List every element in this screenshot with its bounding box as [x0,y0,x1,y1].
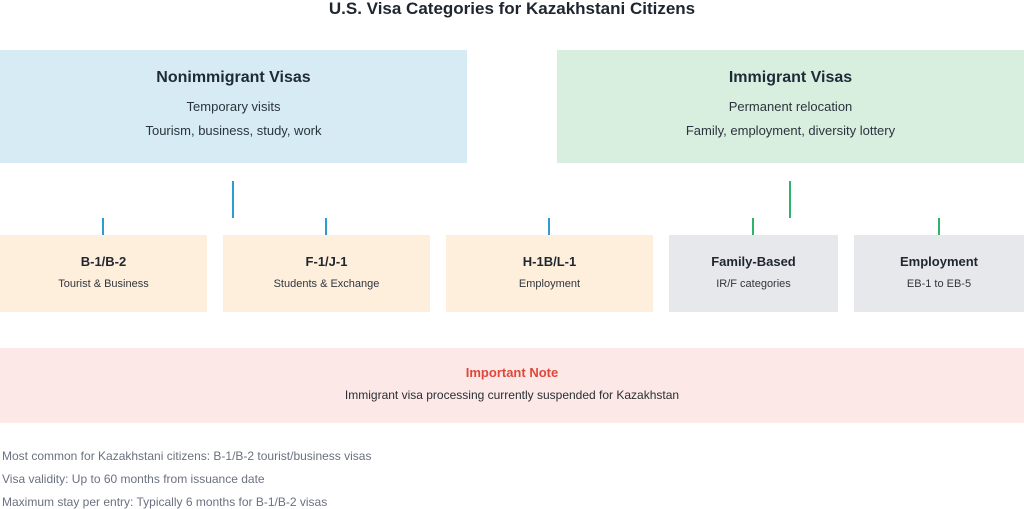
immigrant-line-2: Family, employment, diversity lottery [685,123,896,138]
immigrant-trunk-connector [789,181,791,218]
family-based-connector [752,218,754,235]
important-note-box: Important Note Immigrant visa processing… [0,348,1024,423]
h1bl1-visa-box: H-1B/L-1 Employment [446,235,653,312]
nonimmigrant-title: Nonimmigrant Visas [156,69,311,86]
f1j1-subtitle: Students & Exchange [273,278,380,290]
b1b2-subtitle: Tourist & Business [58,278,149,290]
h1bl1-subtitle: Employment [518,278,581,290]
nonimmigrant-trunk-connector [232,181,234,218]
nonimmigrant-visas-box: Nonimmigrant Visas Temporary visits Tour… [0,50,467,163]
important-note-title: Important Note [465,365,559,380]
immigrant-line-1: Permanent relocation [728,99,853,114]
diagram-title: U.S. Visa Categories for Kazakhstani Cit… [328,0,696,18]
important-note-text: Immigrant visa processing currently susp… [344,388,680,402]
family-based-subtitle: IR/F categories [716,278,791,290]
family-based-title: Family-Based [711,254,796,269]
h1bl1-connector [548,218,550,235]
employment-visa-box: Employment EB-1 to EB-5 [854,235,1024,312]
b1b2-visa-box: B-1/B-2 Tourist & Business [0,235,207,312]
f1j1-title: F-1/J-1 [305,254,348,269]
immigrant-visas-box: Immigrant Visas Permanent relocation Fam… [557,50,1024,163]
employment-subtitle: EB-1 to EB-5 [906,278,972,290]
b1b2-connector [102,218,104,235]
f1j1-visa-box: F-1/J-1 Students & Exchange [223,235,430,312]
h1bl1-title: H-1B/L-1 [522,254,577,269]
footnote-max-stay: Maximum stay per entry: Typically 6 mont… [2,495,328,509]
footnote-most-common: Most common for Kazakhstani citizens: B-… [2,449,372,463]
f1j1-connector [325,218,327,235]
nonimmigrant-line-2: Tourism, business, study, work [145,123,322,138]
nonimmigrant-line-1: Temporary visits [186,99,281,114]
immigrant-title: Immigrant Visas [728,69,853,86]
family-based-visa-box: Family-Based IR/F categories [669,235,838,312]
employment-title: Employment [899,254,978,269]
footnote-validity: Visa validity: Up to 60 months from issu… [2,472,265,486]
b1b2-title: B-1/B-2 [80,254,127,269]
employment-connector [938,218,940,235]
